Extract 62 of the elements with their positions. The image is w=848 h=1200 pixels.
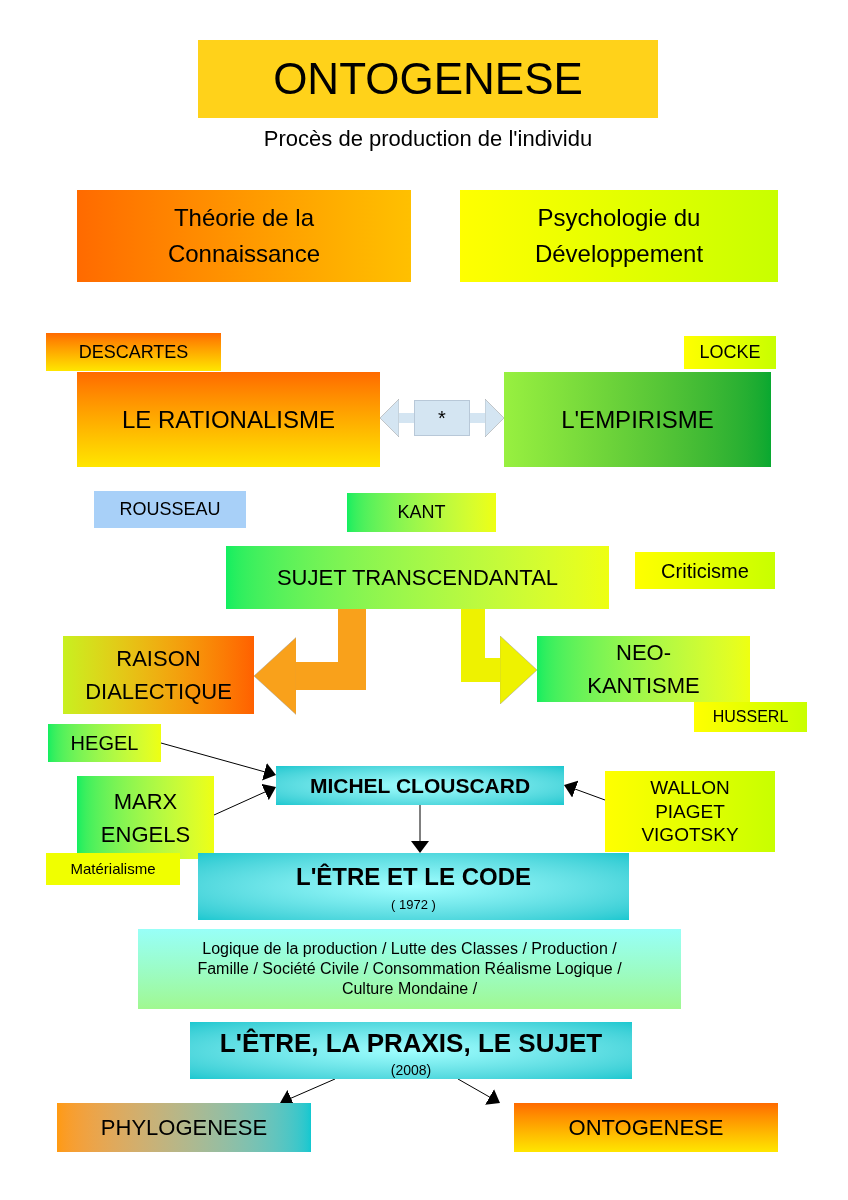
arrow [457, 1078, 500, 1105]
box-label: Psychologie du Développement [533, 203, 705, 269]
concept-box [684, 336, 776, 369]
box-label: Théorie de la Connaissance [166, 203, 322, 269]
box-label: HEGEL [70, 731, 139, 756]
box-label: ONTOGENESE [568, 1114, 724, 1142]
arrow [564, 780, 606, 801]
box-label: NEO-KANTISME [586, 639, 701, 700]
concept-box [77, 776, 214, 859]
subtitle: Procès de production de l'individu [262, 125, 594, 153]
box-label: PHYLOGENESE [100, 1114, 268, 1142]
concept-box [414, 400, 470, 436]
box-label: Criticisme [661, 558, 749, 584]
concept-box [94, 491, 246, 528]
concept-box [46, 333, 221, 371]
block-arrow [253, 609, 366, 716]
box-label: HUSSERL [712, 707, 789, 727]
concept-box [190, 1022, 632, 1079]
box-label: KANT [397, 501, 446, 524]
concept-box [504, 372, 771, 467]
box-label: RAISON DIALECTIQUE [84, 645, 233, 706]
concept-box [57, 1103, 311, 1152]
box-subtitle: (2008) [390, 1063, 432, 1077]
concept-box [138, 929, 681, 1009]
concept-box [48, 724, 161, 762]
concept-box [537, 636, 750, 702]
concept-box [694, 702, 807, 732]
box-label: ONTOGENESE [273, 53, 583, 105]
concept-box [276, 766, 564, 805]
concept-box [198, 853, 629, 920]
box-label: SUJET TRANSCENDANTAL [276, 564, 559, 592]
box-label: L'ÊTRE, LA PRAXIS, LE SUJET [219, 1027, 603, 1060]
box-subtitle: ( 1972 ) [391, 895, 436, 914]
box-label: WALLON PIAGET VIGOTSKY [640, 775, 740, 848]
concept-box [226, 546, 609, 609]
concept-box [460, 190, 778, 282]
box-label: L'EMPIRISME [561, 404, 714, 435]
box-label: ROUSSEAU [119, 498, 221, 521]
concept-box [198, 40, 658, 118]
box-label: * [438, 406, 446, 431]
arrow [411, 804, 429, 853]
box-label: MARX ENGELS [99, 787, 192, 849]
concept-box [63, 636, 254, 714]
block-arrow [470, 398, 505, 438]
box-label: Logique de la production / Lutte des Classes / Production / Famille / Société Civile / Consommation Réalisme Logique / Culture Mondaine / [196, 939, 623, 999]
box-label: L'ÊTRE ET LE CODE [295, 861, 532, 892]
box-label: LE RATIONALISME [122, 404, 335, 435]
arrow [160, 742, 276, 781]
block-arrow [379, 398, 414, 438]
box-label: LOCKE [699, 341, 761, 364]
concept-box [605, 771, 775, 852]
concept-box [514, 1103, 778, 1152]
arrow [213, 783, 276, 816]
concept-box [46, 853, 180, 885]
concept-box [77, 190, 411, 282]
concept-box [77, 372, 380, 467]
block-arrow [461, 609, 538, 705]
box-label: Matérialisme [70, 858, 156, 879]
concept-box [635, 552, 775, 589]
box-label: DESCARTES [78, 340, 189, 364]
concept-box [347, 493, 496, 532]
box-label: MICHEL CLOUSCARD [309, 772, 531, 799]
